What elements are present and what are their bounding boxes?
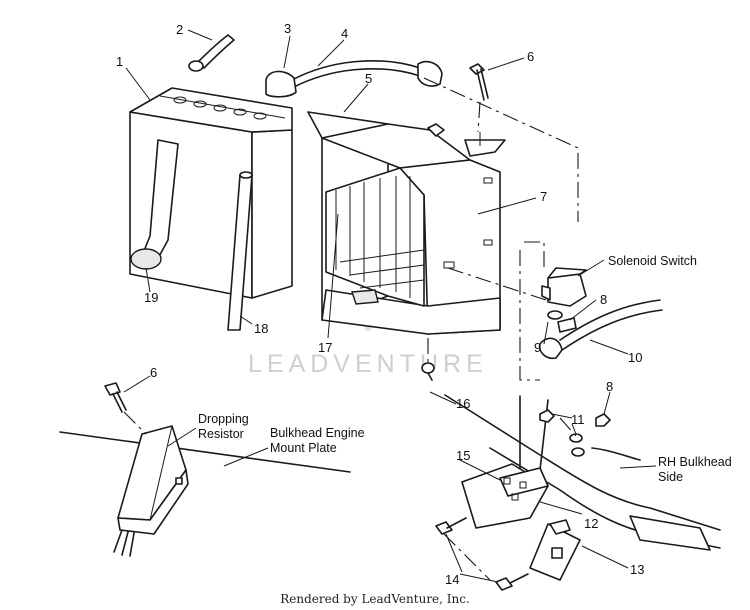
- label-mount-plate: Mount Plate: [270, 441, 337, 455]
- callout-3: 3: [284, 21, 291, 36]
- callout-8-solenoid: 8: [600, 292, 607, 307]
- callout-10: 10: [628, 350, 642, 365]
- callout-11: 11: [571, 412, 585, 427]
- callout-13: 13: [630, 562, 644, 577]
- callout-14: 14: [445, 572, 459, 587]
- callout-2: 2: [176, 22, 183, 37]
- callouts: 1 2 3 4 5 6 7 8 9 10 19 18 17 16 6 8 11 …: [116, 21, 644, 587]
- leader-lines: [123, 29, 657, 583]
- battery-box: [307, 111, 506, 335]
- labels: Solenoid Switch Dropping Resistor Bulkhe…: [198, 254, 732, 484]
- label-dropping: Dropping: [198, 412, 249, 426]
- bolt-bottom: [421, 362, 435, 381]
- battery: [129, 87, 293, 331]
- callout-7: 7: [540, 189, 547, 204]
- bolt-top: [469, 63, 489, 101]
- rh-bulkhead: [435, 394, 721, 591]
- watermark-text: LEADVENTURE: [248, 350, 488, 378]
- ground-cable: [188, 34, 235, 72]
- label-rh-bulkhead: RH Bulkhead: [658, 455, 732, 469]
- label-bulkhead-engine: Bulkhead Engine: [270, 426, 365, 440]
- dropping-resistor: [59, 382, 351, 557]
- callout-1: 1: [116, 54, 123, 69]
- callout-6-top: 6: [527, 49, 534, 64]
- callout-9: 9: [534, 340, 541, 355]
- callout-12: 12: [584, 516, 598, 531]
- callout-8-bulkhead: 8: [606, 379, 613, 394]
- callout-6-resistor: 6: [150, 365, 157, 380]
- callout-18: 18: [254, 321, 268, 336]
- positive-cable: [265, 60, 443, 98]
- label-side: Side: [658, 470, 683, 484]
- label-resistor: Resistor: [198, 427, 244, 441]
- callout-16: 16: [456, 396, 470, 411]
- callout-5: 5: [365, 71, 372, 86]
- callout-15: 15: [456, 448, 470, 463]
- callout-19: 19: [144, 290, 158, 305]
- solenoid-switch: [538, 267, 663, 360]
- label-solenoid-switch: Solenoid Switch: [608, 254, 697, 268]
- credit-footer: Rendered by LeadVenture, Inc.: [280, 592, 470, 606]
- assembly-lines: [423, 77, 579, 381]
- callout-17: 17: [318, 340, 332, 355]
- callout-4: 4: [341, 26, 348, 41]
